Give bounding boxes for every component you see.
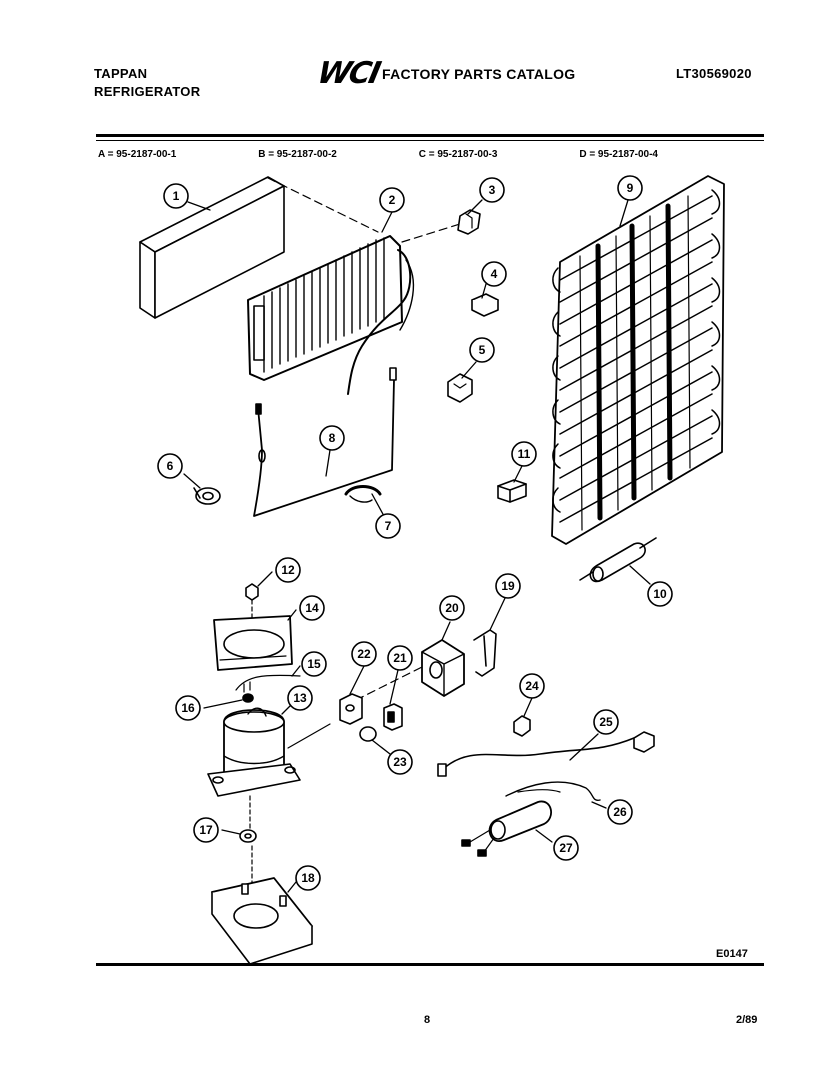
part-14-cover (213, 615, 293, 671)
part-27-capacitor (461, 800, 552, 857)
header-rule-thin (96, 140, 764, 141)
part-15-clip (235, 674, 301, 693)
callout-6: 6 (167, 459, 174, 473)
callout-21: 21 (393, 651, 407, 665)
callout-8: 8 (329, 431, 336, 445)
variant-legend: A = 95-2187-00-1 B = 95-2187-00-2 C = 95… (98, 149, 658, 160)
brand-line-2: REFRIGERATOR (94, 84, 201, 99)
callout-labels: 1 2 3 4 5 6 7 8 9 10 11 12 13 14 15 16 1… (167, 181, 667, 885)
catalog-title: FACTORY PARTS CATALOG (382, 66, 576, 82)
variant-c: C = 95-2187-00-3 (418, 149, 498, 160)
part-9-condenser (551, 175, 725, 545)
callout-1: 1 (173, 189, 180, 203)
callout-14: 14 (305, 601, 319, 615)
callout-12: 12 (281, 563, 295, 577)
footer-rule (96, 963, 764, 966)
part-24-clip (513, 715, 531, 737)
model-number: LT30569020 (676, 66, 752, 81)
part-5-clip (447, 373, 473, 403)
callout-11: 11 (518, 447, 531, 461)
callout-9: 9 (627, 181, 634, 195)
callout-4: 4 (491, 267, 498, 281)
brand-line-1: TAPPAN (94, 66, 148, 81)
part-19-bracket (473, 629, 497, 677)
header-rule-thick (96, 134, 764, 137)
page-number: 8 (424, 1014, 431, 1026)
callout-10: 10 (653, 587, 667, 601)
callout-22: 22 (357, 647, 371, 661)
part-4-clip (471, 293, 499, 317)
part-10-drier (579, 537, 657, 583)
callout-19: 19 (501, 579, 515, 593)
part-13-compressor (207, 707, 331, 797)
callout-26: 26 (613, 805, 627, 819)
callout-23: 23 (393, 755, 407, 769)
variant-b: B = 95-2187-00-2 (258, 149, 337, 160)
callout-7: 7 (385, 519, 392, 533)
part-6-clamp (193, 487, 221, 505)
part-20-cover (421, 639, 465, 697)
callout-leaders (183, 199, 651, 893)
callout-25: 25 (599, 715, 613, 729)
issue-date: 2/89 (736, 1014, 758, 1026)
callout-circles (157, 175, 673, 891)
part-11-bracket (497, 479, 527, 503)
callout-3: 3 (489, 183, 496, 197)
part-12-nut (245, 583, 259, 641)
callout-20: 20 (445, 601, 459, 615)
part-17-washer (239, 829, 257, 843)
part-18-base (211, 877, 313, 965)
leader-line (401, 223, 461, 243)
part-2-evaporator (247, 235, 415, 395)
callout-17: 17 (199, 823, 213, 837)
callout-15: 15 (307, 657, 321, 671)
part-21-overload (383, 703, 403, 731)
part-25-power-cord (437, 731, 655, 777)
callout-5: 5 (479, 343, 486, 357)
part-23-cap (359, 726, 377, 742)
callout-13: 13 (293, 691, 307, 705)
part-16-grommet (242, 693, 254, 703)
callout-2: 2 (389, 193, 396, 207)
variant-d: D = 95-2187-00-4 (579, 149, 658, 160)
variant-a: A = 95-2187-00-1 (98, 149, 177, 160)
callout-16: 16 (181, 701, 195, 715)
part-26-strap (505, 781, 601, 801)
part-8-tube (253, 367, 397, 517)
callout-18: 18 (301, 871, 315, 885)
part-22-relay (339, 693, 363, 725)
part-3-clip (457, 209, 481, 235)
callout-24: 24 (525, 679, 539, 693)
leader-line (267, 177, 379, 233)
part-7-hose (344, 485, 382, 503)
callout-27: 27 (559, 841, 573, 855)
diagram-code: E0147 (716, 948, 748, 960)
